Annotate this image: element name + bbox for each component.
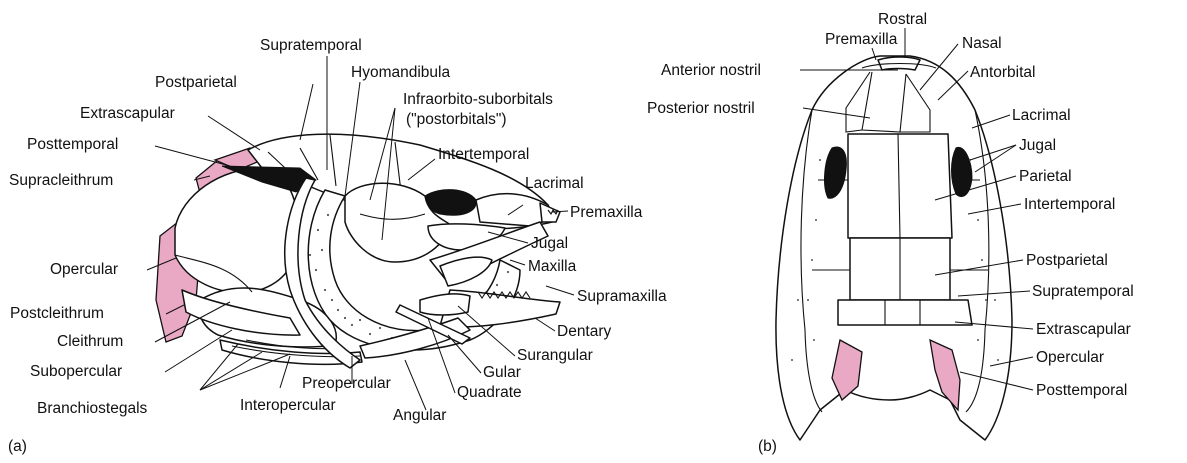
label-rostral-b: Rostral (878, 11, 927, 28)
surangular-bone (420, 294, 470, 315)
label-postparietal-b: Postparietal (1026, 252, 1108, 269)
label-postcleithrum-a: Postcleithrum (10, 305, 104, 322)
label-supracleithrum-a: Supracleithrum (9, 172, 113, 189)
label-lacrimal-b: Lacrimal (1012, 107, 1071, 124)
label-parietal-b: Parietal (1019, 168, 1072, 185)
label-branchiostegals-a: Branchiostegals (37, 400, 148, 417)
label-posterior-nostril-b: Posterior nostril (647, 100, 755, 117)
panel-a-lateral-view: Supratemporal Hyomandibula Postparietal … (8, 37, 667, 455)
label-nasal-b: Nasal (962, 35, 1002, 52)
label-quadrate-a: Quadrate (457, 384, 522, 401)
label-posttemporal-a: Posttemporal (27, 136, 118, 153)
label-supratemporal-b: Supratemporal (1032, 283, 1134, 300)
label-postorbitals-a: ("postorbitals") (406, 111, 507, 128)
label-premaxilla-a: Premaxilla (570, 204, 643, 221)
label-anterior-nostril-b: Anterior nostril (661, 62, 761, 79)
label-lacrimal-a: Lacrimal (525, 175, 584, 192)
label-supramaxilla-a: Supramaxilla (577, 288, 667, 305)
label-intertemporal-a: Intertemporal (438, 146, 529, 163)
label-subopercular-a: Subopercular (30, 363, 122, 380)
label-supratemporal-a: Supratemporal (260, 37, 362, 54)
label-interopercular-a: Interopercular (240, 397, 336, 414)
label-opercular-b: Opercular (1036, 349, 1104, 366)
label-premaxilla-b: Premaxilla (825, 31, 898, 48)
label-preopercular-a: Preopercular (302, 375, 391, 392)
label-antorbital-b: Antorbital (970, 64, 1035, 81)
label-opercular-a: Opercular (50, 261, 118, 278)
panel-b-dorsal-view: Rostral Premaxilla Nasal Anterior nostri… (647, 11, 1134, 455)
label-intertemporal-b: Intertemporal (1024, 196, 1115, 213)
label-extrascapular-b: Extrascapular (1036, 321, 1131, 338)
label-extrascapular-a: Extrascapular (80, 105, 175, 122)
label-angular-a: Angular (393, 407, 446, 424)
label-surangular-a: Surangular (517, 347, 593, 364)
label-postparietal-a: Postparietal (155, 74, 237, 91)
label-gular-a: Gular (483, 364, 521, 381)
caption-a: (a) (8, 438, 27, 455)
panel-a-labels: Supratemporal Hyomandibula Postparietal … (9, 37, 667, 424)
label-jugal-b: Jugal (1019, 137, 1056, 154)
label-infraorbito-suborbitals-a: Infraorbito-suborbitals (403, 91, 553, 108)
caption-b: (b) (758, 438, 777, 455)
label-jugal-a: Jugal (531, 235, 568, 252)
extrascapular-bones (838, 300, 972, 325)
label-dentary-a: Dentary (557, 323, 612, 340)
label-posttemporal-b: Posttemporal (1036, 382, 1127, 399)
label-cleithrum-a: Cleithrum (57, 333, 123, 350)
label-maxilla-a: Maxilla (528, 258, 577, 275)
label-hyomandibula-a: Hyomandibula (351, 64, 450, 81)
